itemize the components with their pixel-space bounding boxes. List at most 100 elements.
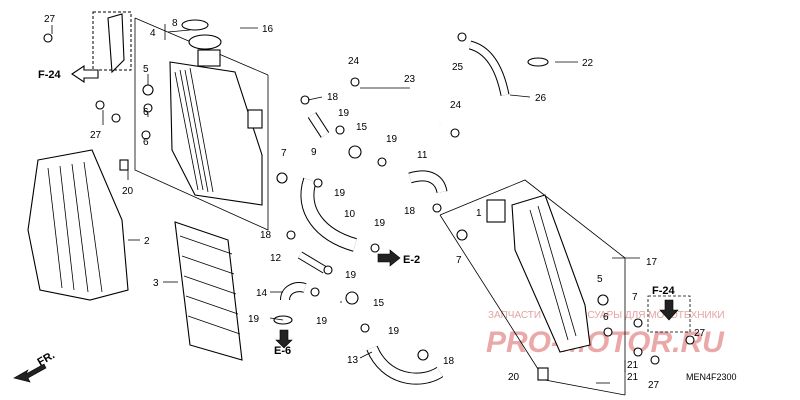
- right-assembly-left-edge: [439, 214, 546, 381]
- callout-19[interactable]: 19: [338, 108, 350, 119]
- callout-9[interactable]: 9: [311, 147, 317, 158]
- arrow-e6[interactable]: E-6: [274, 329, 293, 357]
- callout-5-b[interactable]: 5: [597, 274, 603, 285]
- callout-18-b[interactable]: 18: [404, 206, 416, 217]
- callout-24[interactable]: 24: [348, 56, 360, 67]
- callout-27[interactable]: 27: [44, 14, 56, 25]
- callout-27-b[interactable]: 27: [90, 130, 102, 141]
- hose-14: [281, 283, 307, 301]
- callout-26[interactable]: 26: [535, 93, 547, 104]
- grille-3: [174, 221, 243, 361]
- callout-20-b[interactable]: 20: [508, 372, 520, 383]
- callouts: 27 8 4 16 24 25 22 5 23 18 26 6 27 19 24…: [44, 14, 706, 391]
- clamp-19-c: [313, 178, 323, 188]
- hose-26: [468, 41, 509, 96]
- callout-16[interactable]: 16: [262, 24, 274, 35]
- diagram-code: MEN4F2300: [686, 372, 737, 382]
- callout-27-c[interactable]: 27: [694, 328, 706, 339]
- left-grille: [174, 221, 243, 361]
- callout-12[interactable]: 12: [270, 253, 282, 264]
- callout-19-e[interactable]: 19: [345, 270, 357, 281]
- callout-21-b[interactable]: 21: [627, 372, 639, 383]
- arrow-right-icon: [377, 249, 401, 267]
- callout-10[interactable]: 10: [344, 209, 356, 220]
- callout-3[interactable]: 3: [153, 278, 159, 289]
- callout-4[interactable]: 4: [150, 28, 156, 39]
- clip-20-a: [119, 159, 129, 171]
- callout-18-d[interactable]: 18: [443, 356, 455, 367]
- callout-15[interactable]: 15: [356, 122, 368, 133]
- callout-7-c[interactable]: 7: [632, 292, 638, 303]
- hose-13: [367, 345, 443, 384]
- callout-18-c[interactable]: 18: [260, 230, 272, 241]
- clamp-19-h: [360, 323, 370, 333]
- collar-6-b: [141, 130, 151, 140]
- clip-20-b: [537, 367, 549, 381]
- watermark-line1: ЗАПЧАСТИ И АКСЕССУАРЫ ДЛЯ МОТОТЕХНИКИ: [488, 310, 725, 321]
- callout-18[interactable]: 18: [327, 92, 339, 103]
- arrow-down-icon-2: [659, 299, 679, 321]
- callout-6[interactable]: 6: [143, 107, 149, 118]
- callout-23[interactable]: 23: [404, 74, 416, 85]
- callout-11[interactable]: 11: [417, 150, 428, 161]
- small-parts: [43, 32, 695, 381]
- callout-19-d[interactable]: 19: [374, 218, 386, 229]
- callout-22[interactable]: 22: [582, 58, 594, 69]
- callout-15-b[interactable]: 15: [373, 298, 385, 309]
- clamp-24-a: [350, 77, 360, 87]
- joint-15-a: [348, 145, 362, 159]
- collar-6-a: [143, 103, 153, 113]
- grommet-7-c: [633, 318, 643, 328]
- grommet-7-b: [456, 229, 468, 241]
- front-label: FR.: [36, 349, 57, 368]
- left-radiator-core: [169, 61, 263, 206]
- arrow-left-icon: [71, 64, 99, 84]
- callout-19-f[interactable]: 19: [248, 314, 260, 325]
- callout-6-b[interactable]: 6: [143, 137, 149, 148]
- hoses: [280, 40, 510, 385]
- mount-bracket: [92, 11, 132, 74]
- right-cushion-1: [486, 199, 506, 223]
- grommet-7-a: [276, 172, 288, 184]
- clamp-19-e: [323, 265, 333, 275]
- callout-2[interactable]: 2: [144, 236, 150, 247]
- clamp-24-b: [450, 128, 460, 138]
- arrow-f24-left[interactable]: F-24: [38, 64, 99, 84]
- right-assembly-outline: [439, 179, 626, 395]
- callout-13[interactable]: 13: [347, 355, 359, 366]
- clamp-19-b: [377, 157, 387, 167]
- callout-19-h[interactable]: 19: [388, 326, 400, 337]
- clamp-19-a: [335, 125, 345, 135]
- ref-e6: E-6: [274, 345, 291, 357]
- callout-7[interactable]: 7: [281, 148, 287, 159]
- arrow-f24-right[interactable]: F-24: [647, 285, 691, 333]
- clamp-18-b: [432, 203, 442, 213]
- hose-23: [374, 84, 443, 128]
- callout-14[interactable]: 14: [256, 288, 268, 299]
- arrow-down-icon: [275, 329, 293, 349]
- shroud-2: [27, 149, 129, 301]
- callout-24-b[interactable]: 24: [450, 100, 462, 111]
- leader-lines: [51, 24, 640, 384]
- hose-11: [408, 171, 447, 194]
- callout-27-d[interactable]: 27: [648, 380, 660, 391]
- callout-5[interactable]: 5: [143, 64, 149, 75]
- bolt-27-d: [650, 355, 660, 365]
- callout-7-b[interactable]: 7: [456, 255, 462, 266]
- hose-10: [301, 178, 357, 251]
- arrow-e2[interactable]: E-2: [377, 249, 420, 267]
- callout-6-c[interactable]: 6: [603, 312, 609, 323]
- callout-17[interactable]: 17: [646, 257, 658, 268]
- callout-19-b[interactable]: 19: [386, 134, 398, 145]
- callout-1[interactable]: 1: [476, 208, 482, 219]
- callout-19-g[interactable]: 19: [316, 316, 328, 327]
- callout-20[interactable]: 20: [122, 186, 134, 197]
- callout-8[interactable]: 8: [172, 18, 178, 29]
- callout-21[interactable]: 21: [627, 360, 639, 371]
- callout-25[interactable]: 25: [452, 62, 464, 73]
- washer-near-6: [111, 113, 121, 123]
- left-assembly-outline: [134, 18, 269, 231]
- clip-22: [527, 57, 549, 67]
- callout-19-c[interactable]: 19: [334, 188, 346, 199]
